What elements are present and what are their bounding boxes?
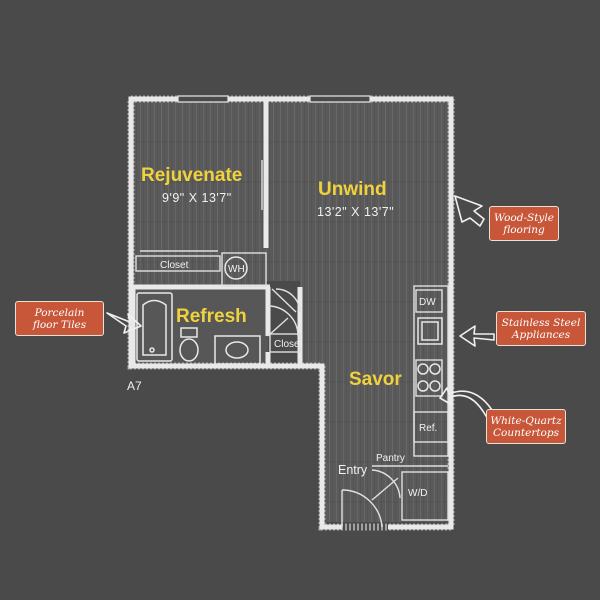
arrow-icon bbox=[439, 387, 493, 417]
unit-label: A7 bbox=[127, 379, 142, 393]
arrow-icon bbox=[459, 325, 495, 347]
room-title-savor: Savor bbox=[349, 369, 402, 390]
dishwasher-label: DW bbox=[419, 297, 436, 308]
room-title-refresh: Refresh bbox=[176, 306, 247, 327]
callout-wood-flooring-line2: flooring bbox=[503, 223, 545, 236]
pantry-label: Pantry bbox=[376, 453, 405, 464]
bathroom-fixtures bbox=[136, 292, 261, 365]
callout-arrows bbox=[106, 195, 495, 417]
bath-closet-label: Closet bbox=[274, 339, 303, 350]
pantry-laundry: Pantry W/D bbox=[371, 453, 449, 521]
arrow-icon bbox=[454, 195, 485, 227]
arrow-icon bbox=[106, 312, 142, 334]
callout-porcelain-tiles-line2: floor Tiles bbox=[32, 318, 87, 331]
bath-closet: Closet bbox=[267, 288, 303, 353]
washer-dryer-label: W/D bbox=[408, 488, 427, 499]
water-heater: WH bbox=[221, 252, 267, 287]
bedroom-closet-label: Closet bbox=[160, 260, 189, 271]
bedroom-closet: Closet bbox=[135, 250, 221, 272]
callout-wood-flooring-line1: Wood-Style bbox=[494, 211, 554, 224]
callout-stainless-appliances-line2: Appliances bbox=[511, 328, 571, 341]
callout-stainless-appliances: Stainless Steel Appliances bbox=[496, 311, 586, 346]
callout-porcelain-tiles-line1: Porcelain bbox=[34, 306, 85, 319]
room-title-unwind: Unwind bbox=[318, 179, 387, 200]
entry-door bbox=[341, 489, 383, 528]
room-dims-rejuvenate: 9'9" X 13'7" bbox=[162, 191, 232, 205]
room-dims-unwind: 13'2" X 13'7" bbox=[317, 205, 394, 219]
kitchen-counter: DW Ref. bbox=[413, 285, 449, 457]
callout-porcelain-tiles: Porcelain floor Tiles bbox=[15, 301, 104, 336]
callout-stainless-appliances-line1: Stainless Steel bbox=[501, 316, 581, 329]
callout-wood-flooring: Wood-Style flooring bbox=[489, 206, 559, 241]
room-title-rejuvenate: Rejuvenate bbox=[141, 165, 242, 186]
callout-quartz-countertops-line2: Countertops bbox=[493, 426, 559, 439]
refrigerator-label: Ref. bbox=[419, 423, 437, 434]
interior-walls bbox=[130, 101, 303, 366]
callout-quartz-countertops-line1: White-Quartz bbox=[490, 414, 562, 427]
callout-quartz-countertops: White-Quartz Countertops bbox=[486, 409, 566, 444]
exterior-walls bbox=[128, 95, 454, 530]
entry-label: Entry bbox=[338, 463, 368, 477]
water-heater-label: WH bbox=[228, 264, 245, 275]
floor-wood-area bbox=[133, 101, 448, 522]
